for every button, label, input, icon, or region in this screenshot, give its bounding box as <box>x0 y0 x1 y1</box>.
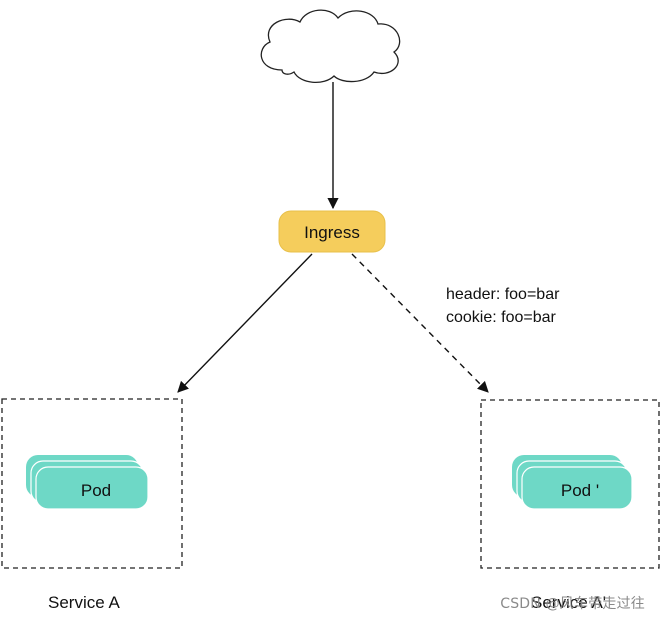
service-a-box <box>1 398 183 569</box>
service-a-label: Service A <box>48 593 120 612</box>
cookie-rule-label: cookie: foo=bar <box>446 309 557 326</box>
header-rule-label: header: foo=bar <box>446 286 560 303</box>
service-a-prime-box <box>480 399 660 569</box>
ingress-node: Ingress <box>278 210 386 253</box>
ingress-to-service-a-arrow <box>177 253 313 393</box>
service-a-prime-pod-label: Pod ' <box>561 481 599 500</box>
service-a-pod-label: Pod <box>81 481 111 500</box>
service-a-prime-label: Service A' <box>531 593 606 612</box>
watermark-text: CSDN @风车带走过往 <box>500 596 645 612</box>
ingress-label: Ingress <box>304 223 360 242</box>
cloud-icon <box>260 9 401 83</box>
service-a-prime-pods: Pod ' <box>512 455 633 510</box>
service-a-pods: Pod <box>26 455 149 510</box>
